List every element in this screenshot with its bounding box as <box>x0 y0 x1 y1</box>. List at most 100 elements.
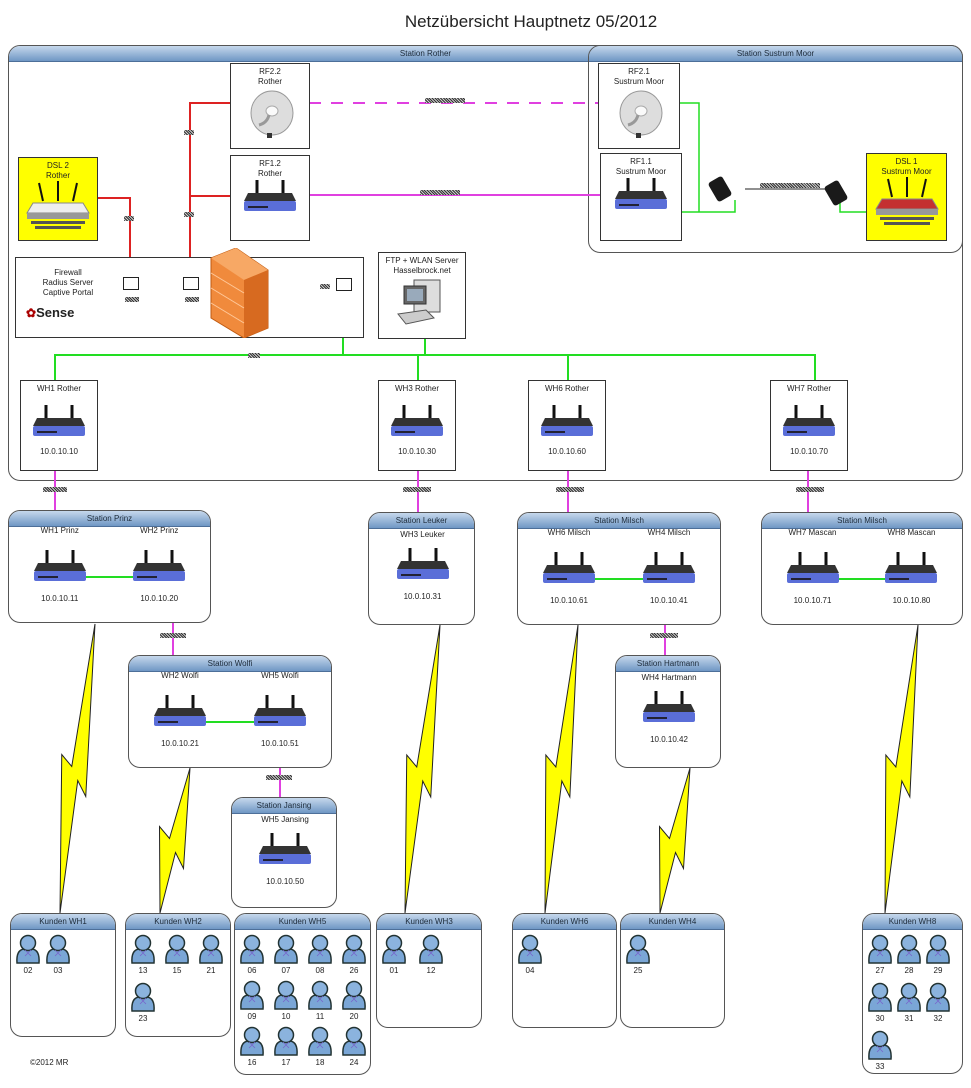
customer-id: 21 <box>206 966 216 975</box>
customer-id: 08 <box>315 966 325 975</box>
cable-label <box>796 487 824 492</box>
user-icon <box>339 934 369 966</box>
customer-id: 26 <box>349 966 359 975</box>
customer[interactable]: 31 <box>894 982 924 1023</box>
customer-id: 12 <box>426 966 436 975</box>
customer[interactable]: 11 <box>305 980 335 1021</box>
diagram-title: Netzübersicht Hauptnetz 05/2012 <box>404 12 658 31</box>
customer[interactable]: 33 <box>865 1030 895 1071</box>
user-icon <box>865 934 895 966</box>
router-icon <box>529 404 605 441</box>
rf12-rother-router[interactable]: RF1.2 Rother <box>230 155 310 241</box>
device-label: WH1 Rother <box>36 384 81 393</box>
radius-label: Radius Server <box>42 278 94 287</box>
customer[interactable]: 04 <box>515 934 545 975</box>
customer[interactable]: 30 <box>865 982 895 1023</box>
port <box>183 277 199 290</box>
customer[interactable]: 26 <box>339 934 369 975</box>
user-icon <box>623 934 653 966</box>
customer[interactable]: 15 <box>162 934 192 975</box>
ftp-wlan-server[interactable]: FTP + WLAN Server Hasselbrock.net <box>378 252 466 339</box>
customer[interactable]: 06 <box>237 934 267 975</box>
user-icon <box>128 982 158 1014</box>
rf21-sustrum-antenna[interactable]: RF2.1 Sustrum Moor <box>598 63 680 149</box>
customer[interactable]: 17 <box>271 1026 301 1067</box>
user-icon <box>923 934 953 966</box>
customer[interactable]: 18 <box>305 1026 335 1067</box>
customer[interactable]: 01 <box>379 934 409 975</box>
firewall-description: Firewall Radius Server Captive Portal <box>38 268 98 298</box>
customer[interactable]: 09 <box>237 980 267 1021</box>
customer[interactable]: 08 <box>305 934 335 975</box>
cable-label <box>124 216 134 221</box>
router-icon <box>871 551 951 590</box>
customer[interactable]: 16 <box>237 1026 267 1067</box>
customer[interactable]: 32 <box>923 982 953 1023</box>
user-icon <box>305 934 335 966</box>
customer-id: 13 <box>138 966 148 975</box>
customer[interactable]: 10 <box>271 980 301 1021</box>
customer-id: 01 <box>389 966 399 975</box>
dsl2-rother-modem[interactable]: DSL 2 Rother <box>18 157 98 241</box>
customer-id: 10 <box>281 1012 291 1021</box>
rf22-rother-antenna[interactable]: RF2.2 Rother <box>230 63 310 149</box>
router-icon <box>773 551 853 590</box>
customer[interactable]: 13 <box>128 934 158 975</box>
customer[interactable]: 28 <box>894 934 924 975</box>
customer-group-header: Kunden WH5 <box>235 914 370 930</box>
device-label: Rother <box>257 169 282 178</box>
customer[interactable]: 21 <box>196 934 226 975</box>
station-sustrum-moor: Station Sustrum Moor <box>588 45 963 253</box>
customer[interactable]: 27 <box>865 934 895 975</box>
device-label: WH7 Mascan <box>788 528 837 537</box>
customer[interactable]: 23 <box>128 982 158 1023</box>
wireless-bolt-icon <box>158 767 191 914</box>
user-icon <box>196 934 226 966</box>
rf11-sustrum-router[interactable]: RF1.1 Sustrum Moor <box>600 153 682 241</box>
cable-label <box>266 775 292 780</box>
lan-link <box>70 576 151 578</box>
dsl-router-icon <box>867 177 946 230</box>
customer-group-header: Kunden WH8 <box>863 914 962 930</box>
ip-address: 10.0.10.21 <box>161 739 199 748</box>
powerline-adapter-icon <box>824 180 848 206</box>
router-icon <box>20 549 100 588</box>
user-icon <box>13 934 43 966</box>
cable-label <box>160 633 186 638</box>
ip-address: 10.0.10.61 <box>550 596 588 605</box>
device-label: Rother <box>257 77 282 86</box>
device-label: WH3 Rother <box>394 384 439 393</box>
user-icon <box>894 934 924 966</box>
cable-label <box>125 297 139 302</box>
customer[interactable]: 25 <box>623 934 653 975</box>
customer-id: 30 <box>875 1014 885 1023</box>
customer[interactable]: 02 <box>13 934 43 975</box>
customer[interactable]: 20 <box>339 980 369 1021</box>
dsl1-sustrum-modem[interactable]: DSL 1 Sustrum Moor <box>866 153 947 241</box>
station-header: Station Leuker <box>369 513 474 529</box>
station-header: Station Sustrum Moor <box>589 46 962 62</box>
customer[interactable]: 07 <box>271 934 301 975</box>
customer[interactable]: 24 <box>339 1026 369 1067</box>
customer[interactable]: 12 <box>416 934 446 975</box>
customer[interactable]: 29 <box>923 934 953 975</box>
customer[interactable]: 03 <box>43 934 73 975</box>
